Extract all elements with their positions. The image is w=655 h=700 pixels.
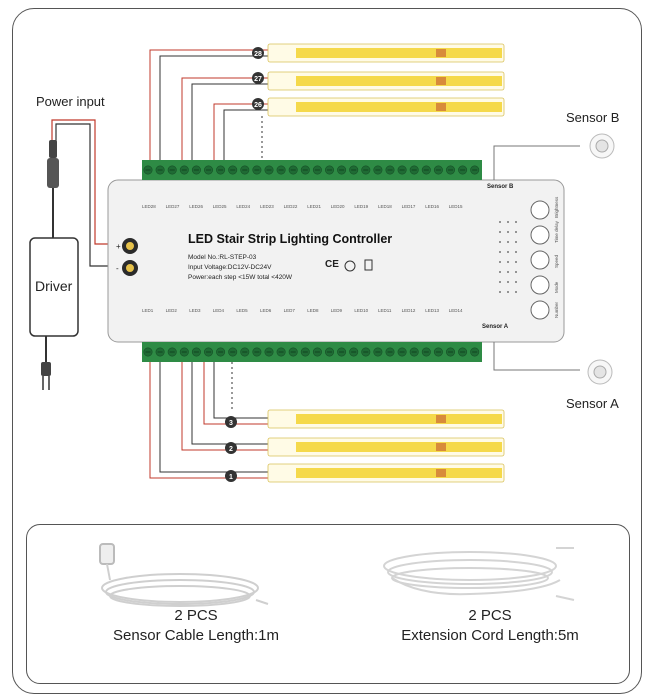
extension-cord-desc: Extension Cord Length:5m	[401, 627, 579, 644]
svg-text:-: -	[116, 264, 119, 273]
strip-badge	[252, 47, 264, 59]
bottom-strip-wires	[149, 362, 270, 479]
strip-badge-number: 27	[254, 76, 262, 83]
led-strip-cob	[296, 414, 502, 424]
strip-badge	[252, 98, 264, 110]
button-label: Time delay	[554, 221, 559, 243]
sensor-b-port-label: Sensor B	[487, 184, 514, 190]
sensor-cable-desc: Sensor Cable Length:1m	[113, 627, 279, 644]
led-channel-label: LED4	[212, 308, 225, 313]
terminal-strip	[142, 160, 482, 180]
sensor-cable-coil	[99, 543, 269, 607]
strip-badge	[252, 72, 264, 84]
terminal-block-top	[142, 160, 482, 180]
button-label: Speed	[554, 254, 559, 268]
sensor-b-label: Sensor B	[566, 110, 620, 125]
strip-cut-point	[436, 49, 446, 57]
strip-badge-number: 3	[229, 420, 233, 427]
accessories-box	[26, 524, 630, 684]
led-channel-label: LED10	[354, 308, 369, 313]
strip-badge-number: 26	[254, 102, 262, 109]
led-strip-cob	[296, 468, 502, 478]
ce-mark: CE	[325, 259, 339, 270]
controller-title: LED Stair Strip Lighting Controller	[188, 232, 393, 246]
indicator-dots	[499, 221, 517, 293]
led-channel-label: LED20	[330, 204, 345, 209]
button-label: Number	[554, 301, 559, 318]
button-label: Brightness	[554, 196, 559, 218]
extension-cord-info: 2 PCS Extension Cord Length:5m	[370, 606, 610, 646]
strip-badge-number: 2	[229, 446, 233, 453]
sensor-b-device	[589, 133, 615, 159]
button-label: Mode	[554, 281, 559, 293]
led-channel-label: LED13	[425, 308, 439, 313]
driver	[29, 140, 79, 390]
power-rating: Power:each step <15W total <420W	[188, 274, 293, 281]
led-channel-label: LED15	[448, 204, 463, 209]
led-channel-label: LED24	[236, 204, 251, 209]
led-channel-label: LED12	[401, 308, 416, 313]
model-number: Model No.:RL-STEP-03	[188, 254, 257, 261]
strip-cut-point	[436, 469, 446, 477]
led-channel-label: LED1	[142, 308, 154, 313]
input-voltage: Input Voltage:DC12V-DC24V	[188, 264, 272, 271]
sensor-a-device	[587, 359, 613, 385]
strip-cut-point	[436, 103, 446, 111]
svg-text:+: +	[116, 242, 121, 251]
strip-badge	[225, 416, 237, 428]
led-channel-label: LED28	[142, 204, 156, 209]
terminal-strip	[142, 342, 482, 362]
led-strips	[267, 43, 505, 483]
led-channel-label: LED26	[189, 204, 203, 209]
controller-body: + -	[107, 179, 565, 343]
led-channel-label: LED17	[401, 204, 416, 209]
sensor-wires	[493, 145, 580, 371]
led-channel-label: LED11	[378, 308, 392, 313]
sensor-cable-info: 2 PCS Sensor Cable Length:1m	[86, 606, 306, 646]
led-channel-label: LED27	[165, 204, 180, 209]
led-strip-cob	[296, 48, 502, 58]
led-strip-cob	[296, 76, 502, 86]
led-channel-label: LED19	[354, 204, 369, 209]
strip-number-badges: 28 27 26 3 2 1	[225, 47, 264, 482]
led-channel-label: LED14	[448, 308, 463, 313]
power-wires	[51, 119, 118, 267]
led-channel-label: LED23	[260, 204, 274, 209]
terminal-block-bottom	[142, 342, 482, 362]
strip-badge-number: 28	[254, 51, 262, 58]
strip-cut-point	[436, 77, 446, 85]
led-channel-label: LED2	[165, 308, 177, 313]
driver-label: Driver	[35, 278, 73, 294]
strip-cut-point	[436, 443, 446, 451]
led-channel-label: LED7	[283, 308, 295, 313]
led-channel-label: LED25	[212, 204, 227, 209]
led-channel-label: LED9	[330, 308, 343, 313]
extension-cord-qty: 2 PCS	[468, 607, 512, 624]
sensor-cable-qty: 2 PCS	[174, 607, 218, 624]
outer-frame	[12, 8, 642, 694]
led-channel-label: LED16	[425, 204, 439, 209]
sensor-a-port-label: Sensor A	[482, 324, 509, 330]
extension-cord-coil	[383, 547, 575, 601]
led-channel-label: LED3	[189, 308, 201, 313]
sensor-a-label: Sensor A	[566, 396, 619, 411]
led-strip-cob	[296, 442, 502, 452]
strip-badge	[225, 470, 237, 482]
strip-cut-point	[436, 415, 446, 423]
led-channel-label: LED6	[260, 308, 272, 313]
led-channel-label: LED18	[378, 204, 392, 209]
led-channel-label: LED5	[236, 308, 248, 313]
power-input-label: Power input	[36, 94, 105, 109]
strip-badge	[225, 442, 237, 454]
strip-badge-number: 1	[229, 474, 233, 481]
control-buttons	[530, 200, 550, 320]
led-strip-cob	[296, 102, 502, 112]
led-channel-label: LED22	[283, 204, 298, 209]
top-strip-wires	[149, 49, 270, 160]
led-channel-label: LED8	[307, 308, 319, 313]
led-channel-label: LED21	[307, 204, 321, 209]
